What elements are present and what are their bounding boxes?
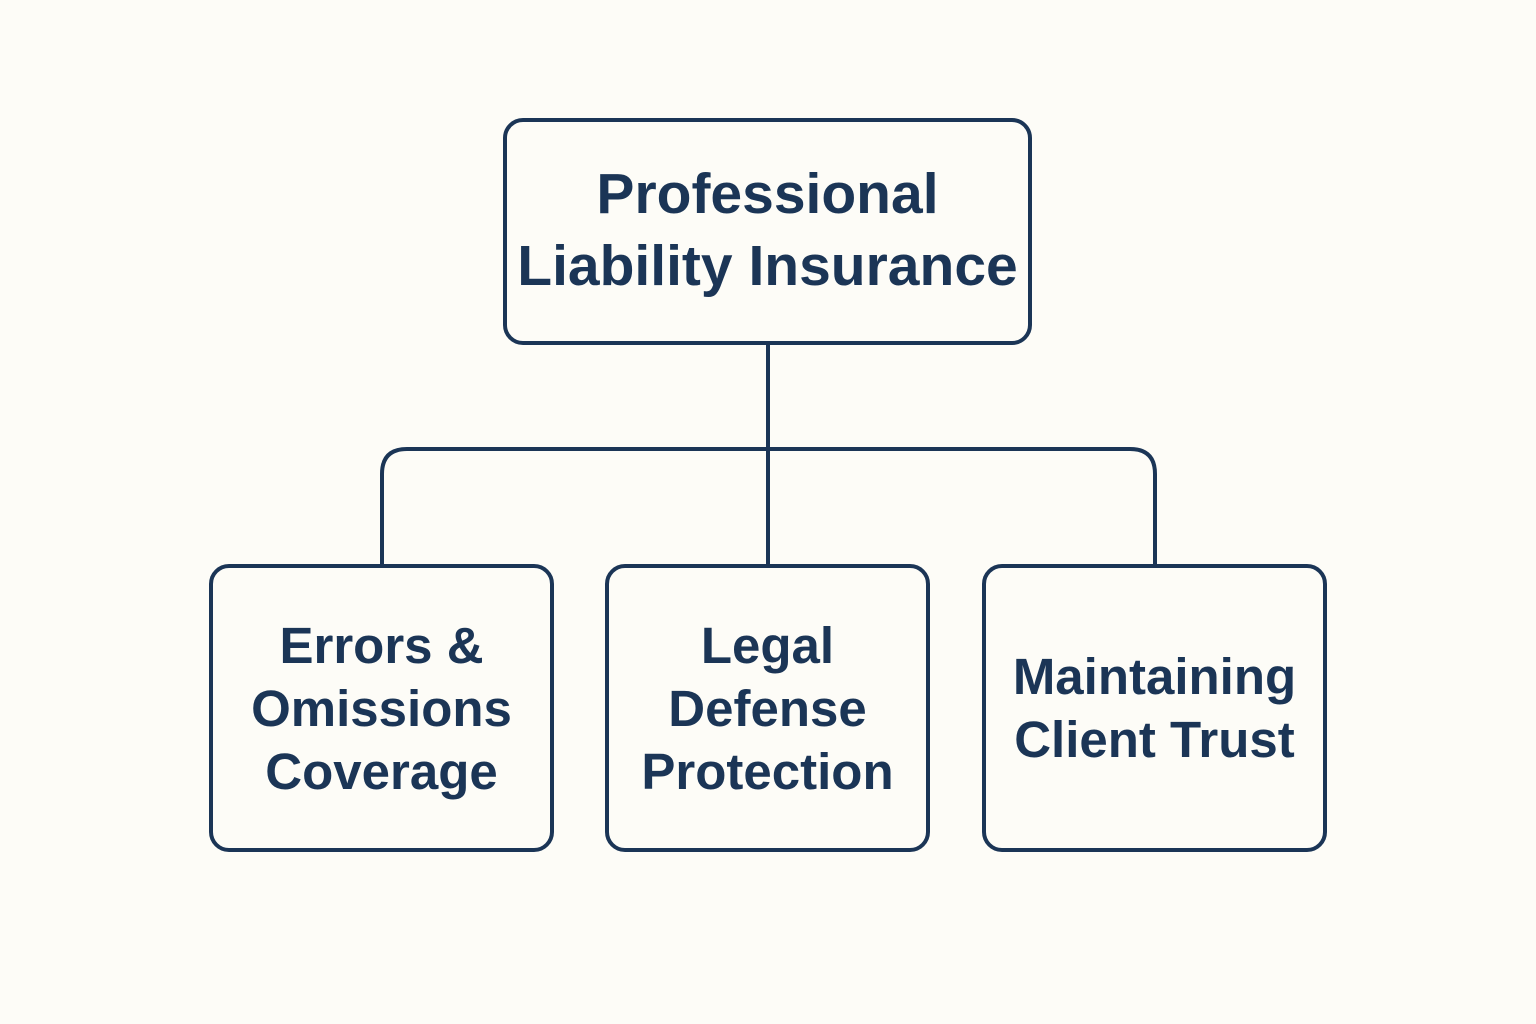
root-node-label: Professional Liability Insurance xyxy=(517,158,1017,302)
child-node-label: Errors & Omissions Coverage xyxy=(251,614,512,803)
child-label-line: Maintaining xyxy=(1012,648,1297,705)
child-label-line: Omissions xyxy=(251,679,512,737)
child-label-line: Defense xyxy=(668,679,867,737)
child-label-line: Errors & xyxy=(279,616,484,674)
child-node-errors-omissions-coverage: Errors & Omissions Coverage xyxy=(209,564,554,852)
root-label-line: Professional xyxy=(596,161,939,226)
root-label-line: Liability Insurance xyxy=(517,233,1018,298)
child-label-line: Protection xyxy=(641,742,894,800)
child-label-line: Legal xyxy=(700,616,835,674)
child-node-maintaining-client-trust: Maintaining Client Trust xyxy=(982,564,1327,852)
child-node-label: Maintaining Client Trust xyxy=(1013,645,1296,771)
child-node-label: Legal Defense Protection xyxy=(641,614,893,803)
child-label-line: Client Trust xyxy=(1014,711,1295,768)
root-node-professional-liability-insurance: Professional Liability Insurance xyxy=(503,118,1032,345)
child-label-line: Coverage xyxy=(265,742,498,800)
child-node-legal-defense-protection: Legal Defense Protection xyxy=(605,564,930,852)
